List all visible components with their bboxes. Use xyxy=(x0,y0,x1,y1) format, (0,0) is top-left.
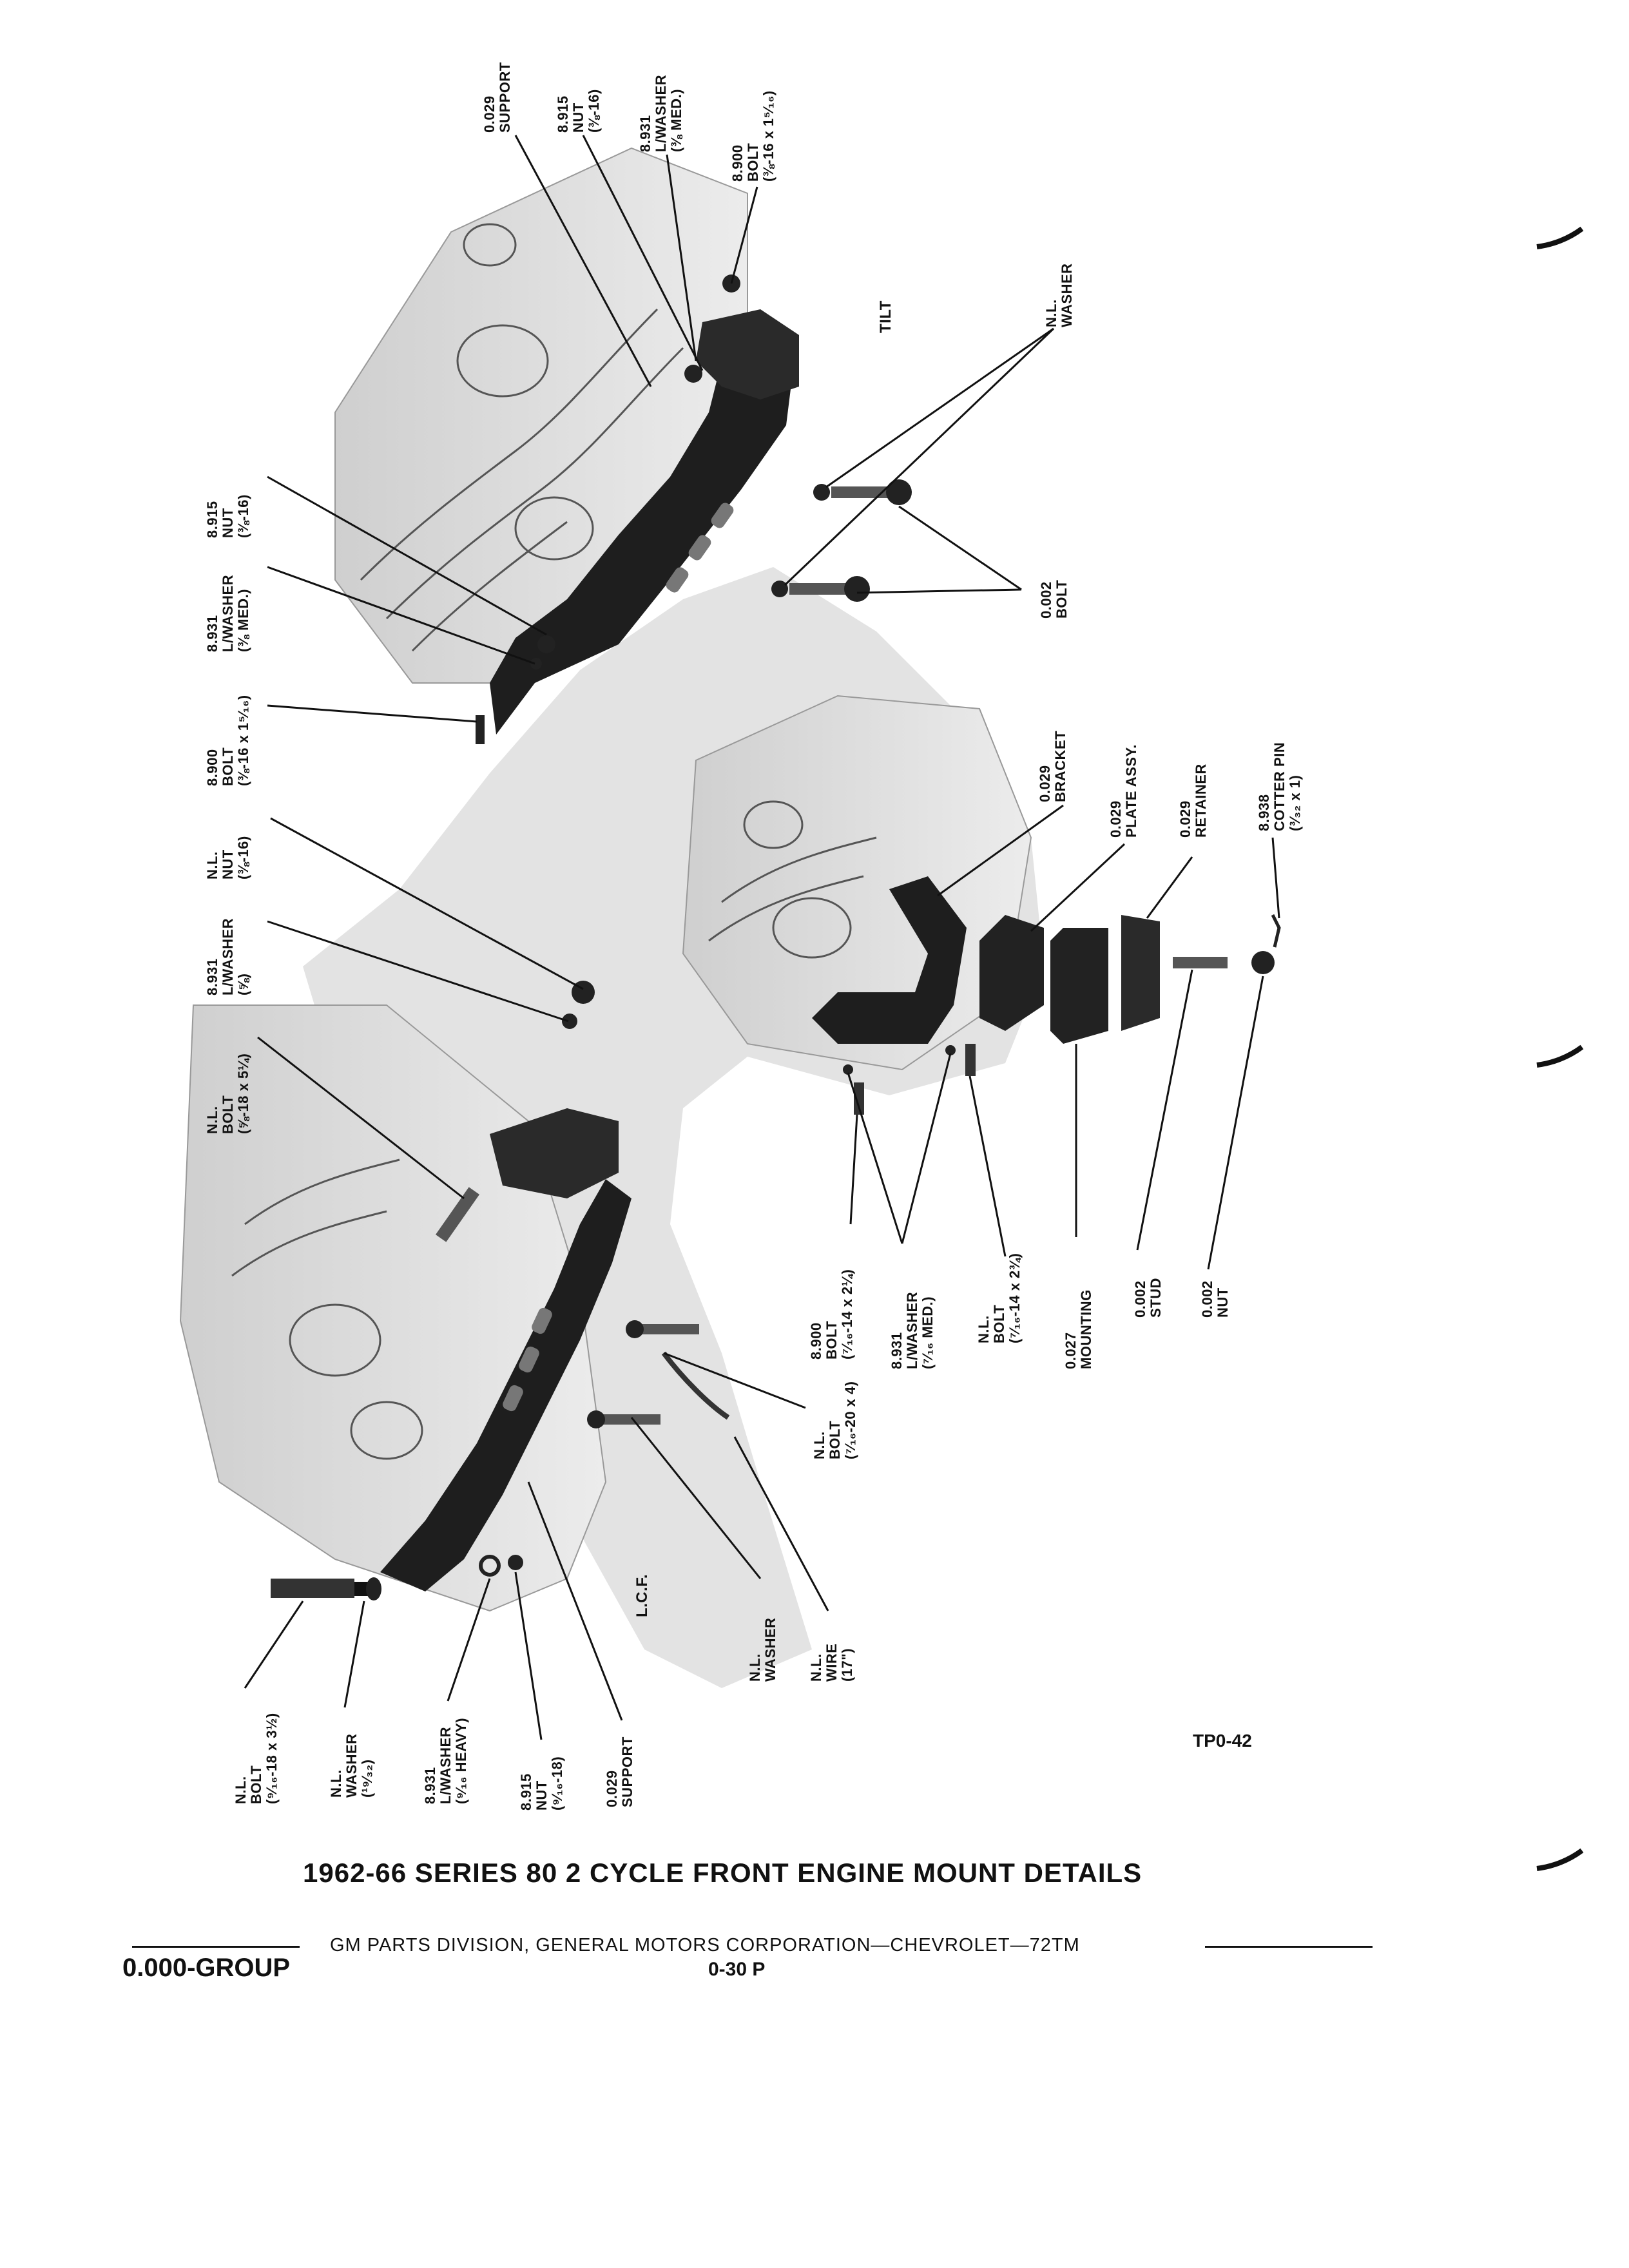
callout-nl-washer-lcf: N.L.WASHER xyxy=(747,1617,778,1682)
callout-nl-bolt-58: N.L.BOLT(⅝-18 x 5¼) xyxy=(204,1053,251,1134)
tilt-arm-slots xyxy=(666,503,734,593)
callout-lcf-bolt: N.L.BOLT(⁹⁄₁₆-18 x 3½) xyxy=(233,1713,280,1804)
small-bolts-right xyxy=(843,1044,976,1115)
retainer-part xyxy=(1121,915,1160,1031)
page-title: 1962-66 SERIES 80 2 CYCLE FRONT ENGINE M… xyxy=(303,1858,1142,1888)
engine-detail-lines xyxy=(231,223,877,1460)
tilt-support-bracket xyxy=(696,309,799,399)
leader-lines xyxy=(244,135,1280,1740)
footer-rule-left xyxy=(132,1946,300,1948)
callout-lcf-washer: N.L.WASHER(¹⁹⁄₃₂) xyxy=(328,1733,375,1798)
callout-nl-bolt-716-20: N.L.BOLT(⁷⁄₁₆-20 x 4) xyxy=(811,1381,858,1459)
tilt-support-arm xyxy=(490,348,793,735)
callout-tilt-nl-washer: N.L.WASHER xyxy=(1043,263,1075,327)
callout-nl-wire: N.L.WIRE(17") xyxy=(808,1643,855,1682)
plate-assy-part xyxy=(979,915,1044,1031)
page-number: 0-30 P xyxy=(708,1959,766,1980)
section-label-lcf: L.C.F. xyxy=(633,1574,651,1617)
footer-division: GM PARTS DIVISION, GENERAL MOTORS CORPOR… xyxy=(330,1935,1080,1956)
callout-nl-bolt-716: N.L.BOLT(⁷⁄₁₆-14 x 2¾) xyxy=(976,1253,1023,1343)
mounting-part xyxy=(1050,928,1108,1044)
nut-002-part xyxy=(1251,951,1275,974)
tilt-top-bolt-nut xyxy=(684,274,740,383)
section-label-tilt: TILT xyxy=(877,300,894,333)
lcf-arm-slots xyxy=(503,1307,552,1412)
figure-id: TP0-42 xyxy=(1193,1731,1252,1751)
footer-rule-right xyxy=(1205,1946,1373,1948)
left-bolt-nut-washer xyxy=(476,635,555,744)
binding-marks xyxy=(1536,226,1584,1871)
bracket-part xyxy=(812,876,967,1044)
nl-bolt-58-part xyxy=(435,1187,480,1242)
lcf-support-top-bracket xyxy=(490,1108,619,1198)
tilt-bolt-002-lower xyxy=(771,576,870,602)
stud-part xyxy=(1173,957,1228,968)
cotter-pin-part xyxy=(1271,914,1281,948)
lcf-bottom-bolt-set xyxy=(271,1555,523,1600)
footer-group: 0.000-GROUP xyxy=(122,1954,291,1982)
callout-nl-nut: N.L.NUT(⅜-16) xyxy=(204,836,251,879)
tilt-bolt-002-upper xyxy=(813,479,912,505)
lcf-support-arm xyxy=(380,1179,631,1591)
lcf-side-bolts xyxy=(587,1320,730,1428)
